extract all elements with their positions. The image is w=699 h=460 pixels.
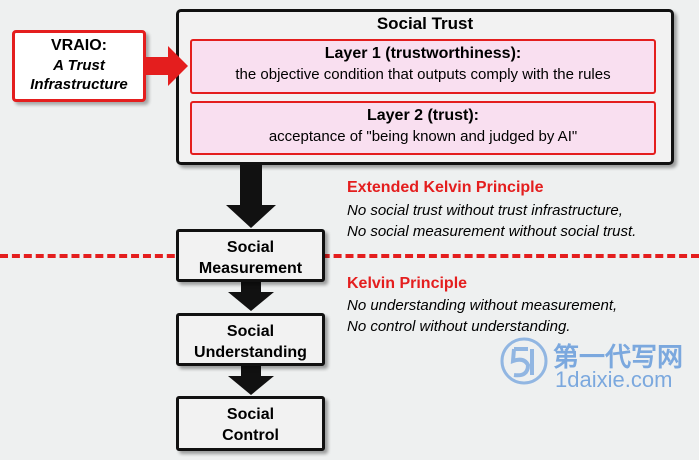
vraio-subtitle-line2: Infrastructure	[30, 76, 128, 93]
social-control-box: Social Control	[176, 396, 325, 451]
layer1-description: the objective condition that outputs com…	[235, 66, 611, 83]
social-trust-title: Social Trust	[376, 14, 474, 33]
black-arrow-measurement-to-understanding	[228, 282, 274, 311]
social-control-line1: Social	[226, 406, 275, 423]
extended-kelvin-line1: No social trust without trust infrastruc…	[347, 202, 623, 219]
social-control-line2: Control	[222, 427, 279, 444]
layer2-title: Layer 2 (trust):	[366, 107, 480, 124]
black-arrow-trust-to-measurement	[226, 165, 276, 228]
kelvin-title: Kelvin Principle	[347, 275, 468, 292]
vraio-box: VRAIO: A Trust Infrastructure	[12, 30, 146, 102]
social-measurement-line1: Social	[226, 239, 275, 256]
social-measurement-box: Social Measurement	[176, 229, 325, 282]
watermark-cn-text: 第一代写网	[553, 342, 684, 372]
kelvin-line1: No understanding without measurement,	[347, 297, 618, 314]
social-understanding-line2: Understanding	[194, 344, 307, 361]
layer2-description: acceptance of "being known and judged by…	[268, 128, 578, 145]
layer1-box: Layer 1 (trustworthiness): the objective…	[190, 39, 656, 94]
social-understanding-box: Social Understanding	[176, 313, 325, 366]
watermark-logo-icon	[500, 337, 548, 385]
social-measurement-line2: Measurement	[198, 260, 303, 277]
watermark-url-text: 1daixie.com	[555, 367, 673, 392]
dashed-divider	[0, 254, 699, 258]
extended-kelvin-line2: No social measurement without social tru…	[347, 223, 637, 240]
vraio-subtitle-line1: A Trust	[53, 57, 105, 74]
red-arrow	[146, 46, 188, 86]
kelvin-line2: No control without understanding.	[347, 318, 571, 335]
vraio-title: VRAIO:	[51, 37, 107, 54]
black-arrow-understanding-to-control	[228, 366, 274, 395]
extended-kelvin-title: Extended Kelvin Principle	[347, 179, 544, 196]
layer2-box: Layer 2 (trust): acceptance of "being kn…	[190, 101, 656, 155]
social-understanding-line1: Social	[226, 323, 275, 340]
layer1-title: Layer 1 (trustworthiness):	[324, 45, 522, 62]
